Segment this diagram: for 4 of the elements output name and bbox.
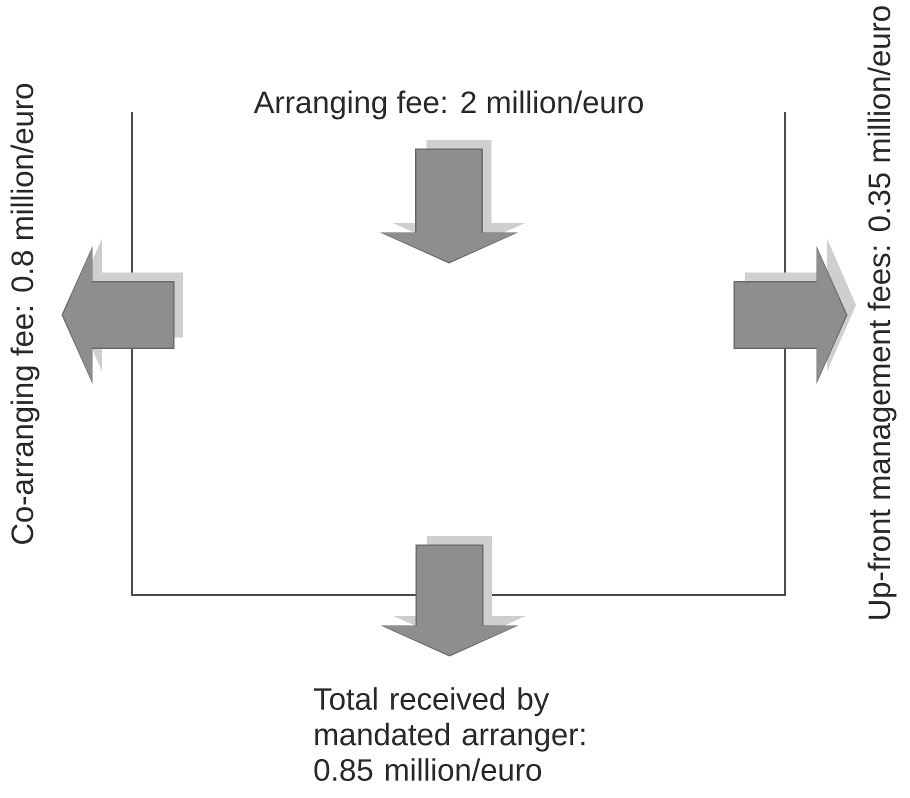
fee-label: Arranging fee: 2 million/euro (254, 90, 643, 120)
total-label: Total received by mandated arranger: 0.85 million/euro (314, 687, 584, 781)
fee-label: Co-arranging fee: 0.8 million/euro (10, 84, 40, 544)
fee-label: Up-front management fees: 0.35 million/euro (868, 6, 896, 619)
